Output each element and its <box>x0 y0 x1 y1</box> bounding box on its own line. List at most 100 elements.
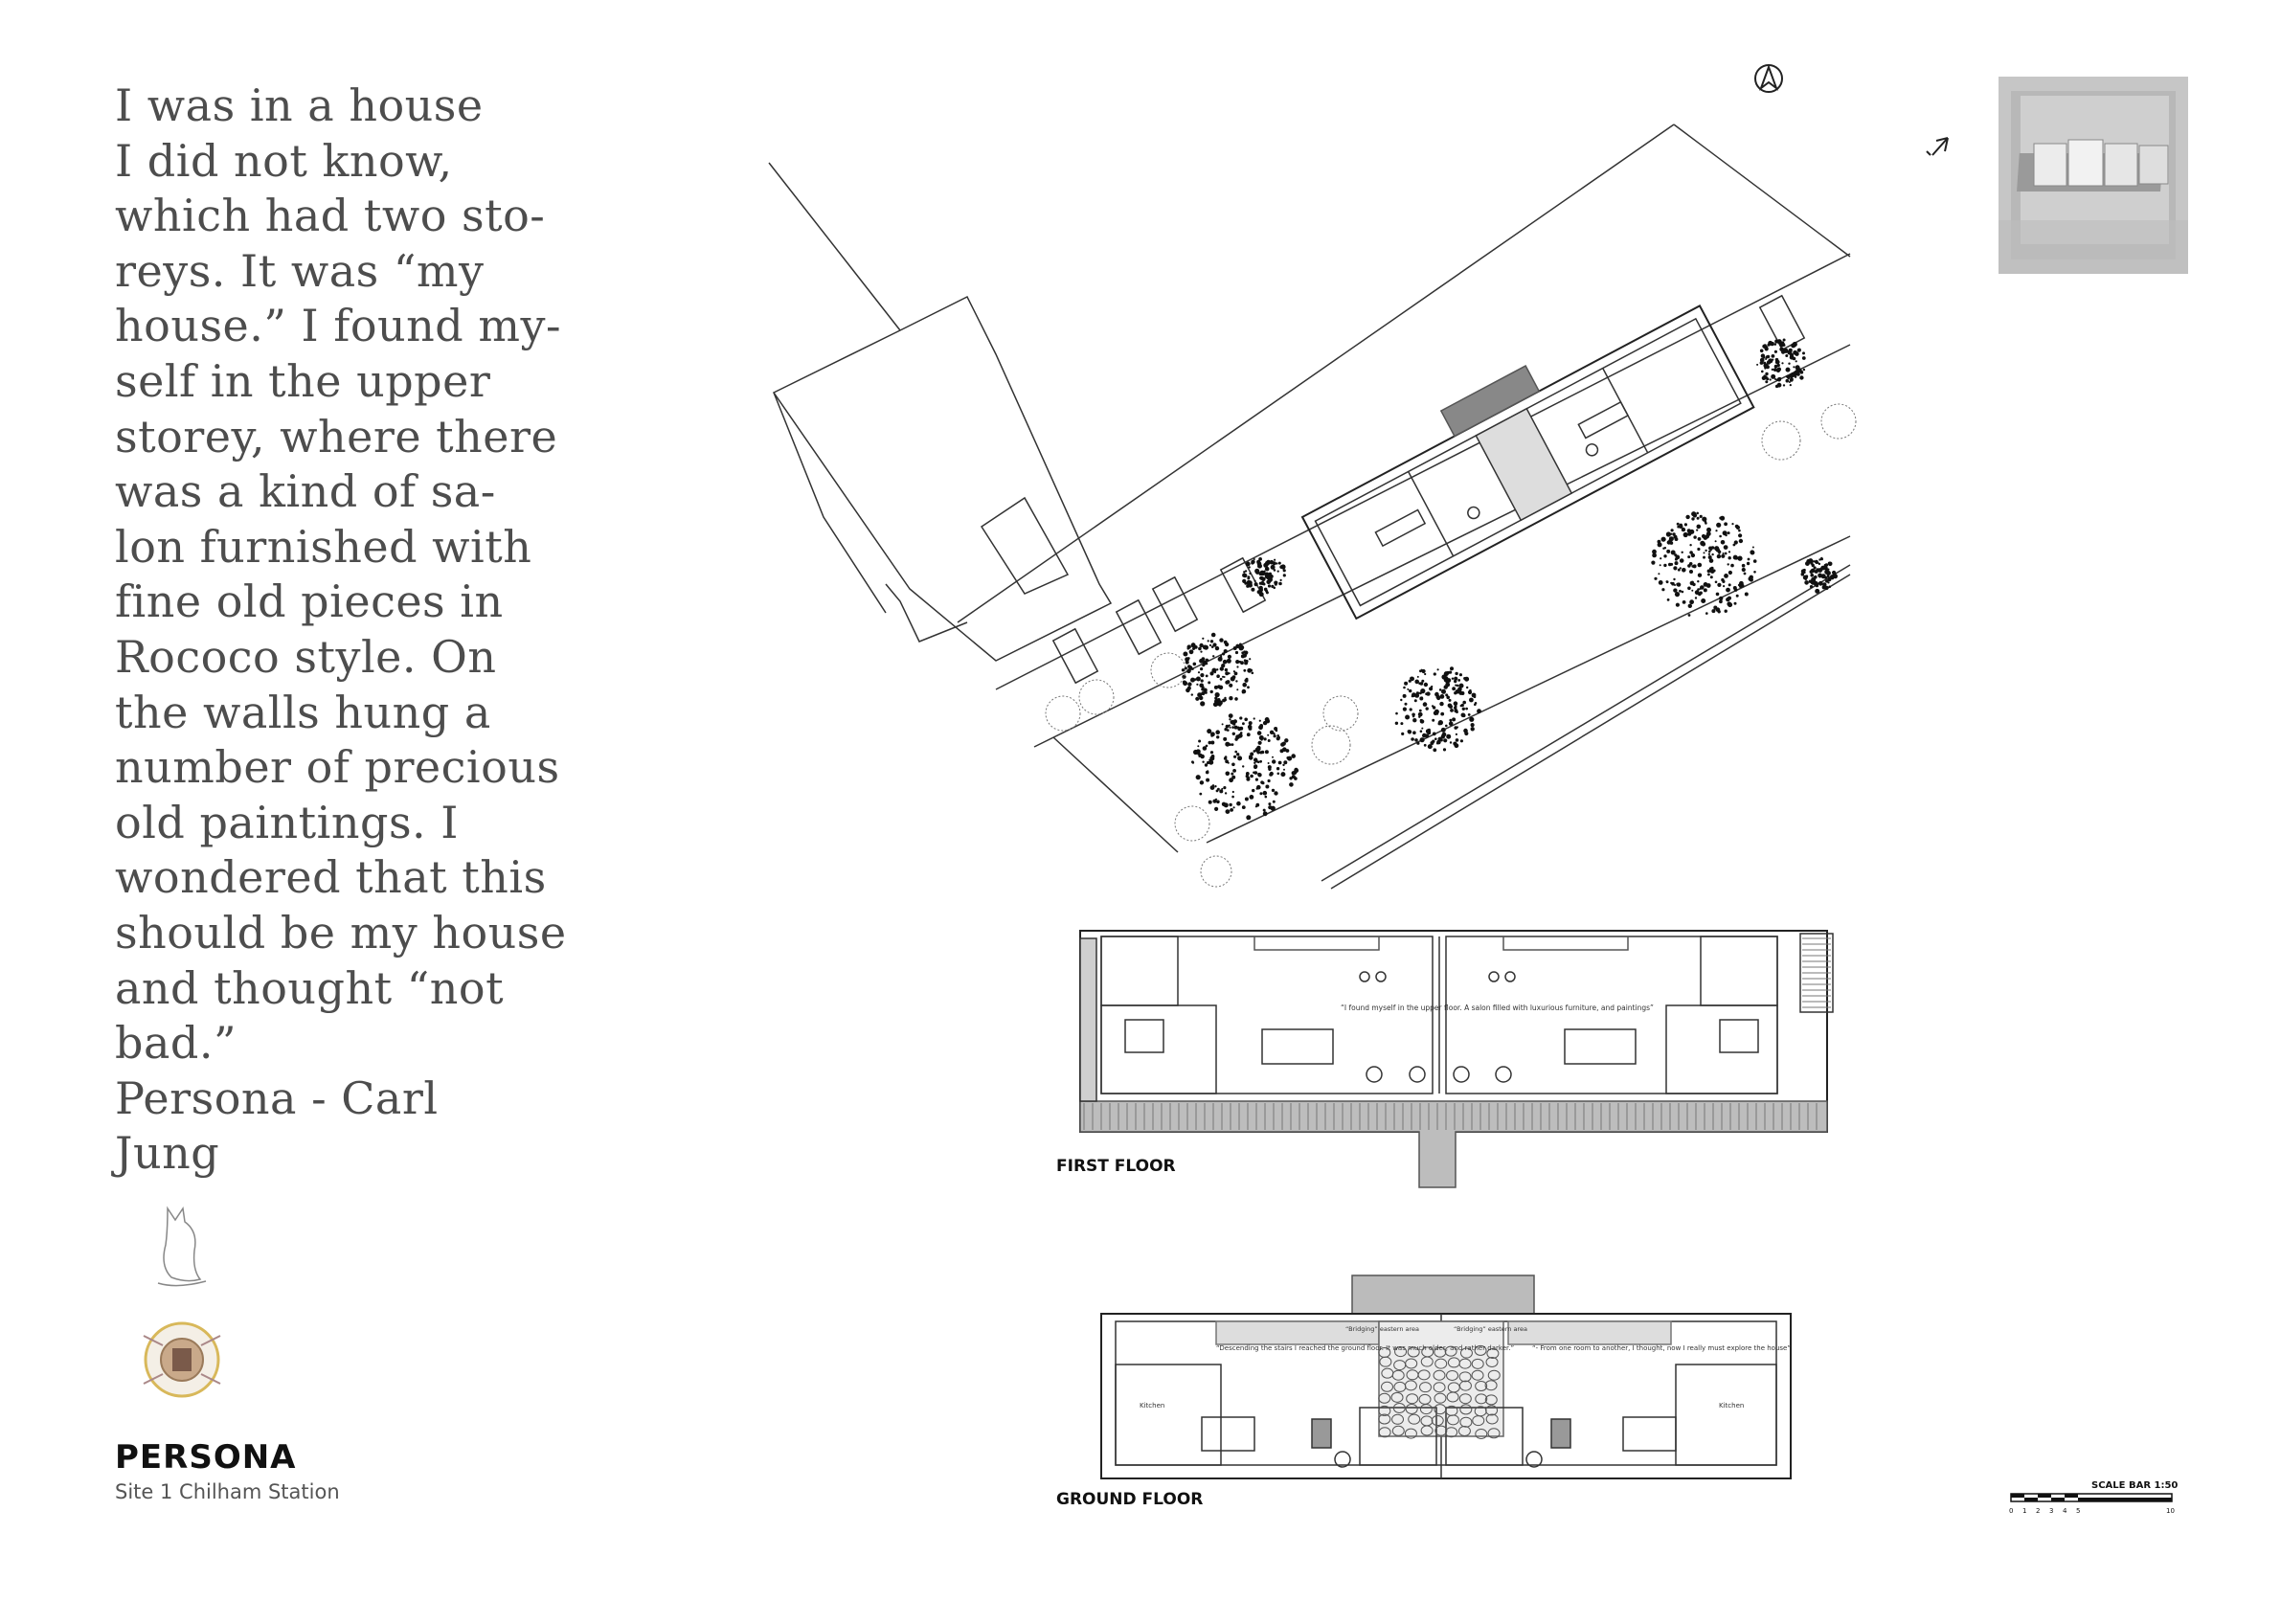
tree-stipple <box>1419 730 1423 733</box>
tree-stipple <box>1402 707 1407 711</box>
tree-stipple <box>1268 802 1272 806</box>
tree-stipple <box>1253 579 1256 582</box>
tree-stipple <box>1425 707 1429 710</box>
tree-stipple <box>1207 640 1209 643</box>
ground-floor-plan <box>1100 1274 1792 1479</box>
tree-stipple <box>1665 580 1669 584</box>
tree-stipple <box>1280 772 1286 778</box>
tree-stipple <box>1413 699 1417 703</box>
tree-stipple <box>1425 729 1432 734</box>
tree-stipple <box>1772 342 1774 345</box>
paving-stone <box>1486 1347 1500 1359</box>
tree-stipple <box>1424 672 1427 676</box>
tree-stipple <box>1431 685 1434 688</box>
tree-stipple <box>1276 767 1280 771</box>
tree-stipple <box>1686 529 1691 533</box>
tree-stipple <box>1728 551 1731 553</box>
tree-stipple <box>1469 688 1472 692</box>
tree-stipple <box>1272 756 1274 758</box>
tree-stipple <box>1795 372 1800 376</box>
tree-stipple <box>1231 726 1234 729</box>
tree-stipple <box>1267 584 1272 588</box>
tree-stipple <box>1284 738 1289 743</box>
tree-stipple <box>1477 709 1481 714</box>
tree-stipple <box>1714 540 1717 543</box>
tree-stipple <box>1274 791 1278 796</box>
tree-stipple <box>1665 531 1671 537</box>
tree-stipple <box>1264 750 1269 755</box>
tree-stipple <box>1728 602 1733 608</box>
tree-stipple <box>1782 338 1786 342</box>
tree-stipple <box>1186 657 1190 660</box>
tree-stipple <box>1256 731 1262 735</box>
tree-stipple <box>1651 560 1656 565</box>
tree-stipple <box>1248 727 1253 731</box>
tree-stipple <box>1776 339 1782 345</box>
tree-stipple <box>1258 719 1261 722</box>
tree-stipple <box>1687 614 1691 617</box>
tree-stipple <box>1759 349 1764 353</box>
tree-stipple <box>1670 550 1676 555</box>
tree-stipple <box>1723 545 1728 550</box>
tree-stipple <box>1699 591 1703 595</box>
tree-stipple <box>1200 673 1205 678</box>
tree-stipple <box>1239 643 1242 646</box>
tree-stipple <box>1705 549 1707 553</box>
kitchen-label-right: Kitchen <box>1719 1402 1744 1410</box>
tree-stipple <box>1238 645 1244 651</box>
project-subtitle: Site 1 Chilham Station <box>115 1480 340 1503</box>
tree-stipple <box>1401 732 1405 736</box>
tree-stipple <box>1225 671 1230 676</box>
tree-canopy <box>1322 695 1359 732</box>
paving-stone <box>1391 1413 1405 1425</box>
poem-line: should be my house <box>115 906 567 959</box>
tree-stipple <box>1202 644 1208 650</box>
tree-stipple <box>1187 682 1192 687</box>
tree-stipple <box>1233 725 1238 730</box>
tree-stipple <box>1253 750 1256 753</box>
tree-stipple <box>1222 675 1225 678</box>
tree-stipple <box>1197 745 1200 748</box>
tree-stipple <box>1209 756 1215 761</box>
tree-stipple <box>1741 584 1745 588</box>
tree-stipple <box>1242 575 1245 577</box>
scale-tick: 10 <box>2166 1507 2175 1515</box>
tree-stipple <box>1236 801 1241 806</box>
paving-stone <box>1419 1382 1433 1393</box>
tree-stipple <box>1449 670 1453 674</box>
tree-stipple <box>1403 686 1406 689</box>
tree-stipple <box>1224 792 1228 795</box>
paving-stone <box>1392 1403 1406 1414</box>
tree-stipple <box>1422 733 1427 738</box>
tree-stipple <box>1234 750 1237 754</box>
tree-stipple <box>1273 569 1276 572</box>
tree-stipple <box>1753 571 1756 574</box>
tree-stipple <box>1261 781 1265 785</box>
tree-stipple <box>1283 760 1288 765</box>
tree-stipple <box>1422 702 1428 707</box>
tree-stipple <box>1692 564 1697 569</box>
tree-stipple <box>1687 586 1691 591</box>
first-floor-hatch <box>1083 937 1831 1130</box>
tree-stipple <box>1198 739 1202 743</box>
paving-stone <box>1484 1380 1498 1391</box>
tree-stipple <box>1813 566 1817 570</box>
tree-stipple <box>1225 759 1229 764</box>
tree-stipple <box>1260 738 1263 741</box>
tree-stipple <box>1689 544 1692 547</box>
tree-stipple <box>1420 696 1423 700</box>
tree-stipple <box>1251 587 1255 592</box>
tree-stipple <box>1216 668 1219 671</box>
tree-stipple <box>1689 580 1695 586</box>
tree-stipple <box>1445 724 1448 728</box>
site-trees <box>1045 338 1857 888</box>
tree-stipple <box>1214 692 1220 698</box>
tree-stipple <box>1199 792 1203 796</box>
tree-stipple <box>1273 734 1276 738</box>
tree-stipple <box>1261 576 1266 582</box>
tree-stipple <box>1672 532 1676 536</box>
tree-stipple <box>1244 717 1248 722</box>
tree-stipple <box>1223 786 1227 790</box>
paving-stone <box>1485 1356 1499 1367</box>
scale-bar: SCALE BAR 1:50 0 1 2 3 4 5 10 <box>2009 1480 2178 1515</box>
